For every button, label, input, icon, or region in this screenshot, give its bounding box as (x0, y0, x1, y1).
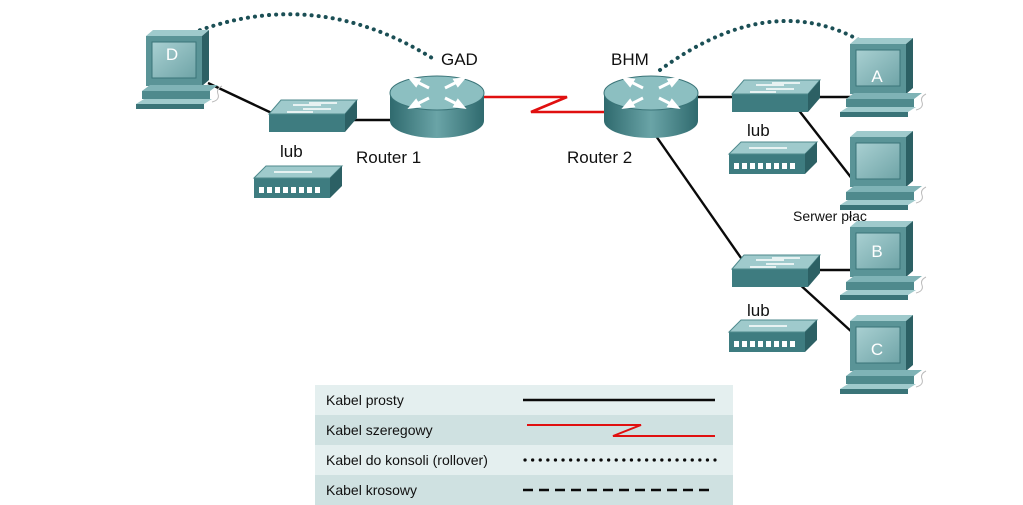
pc-b[interactable] (839, 220, 927, 301)
cable-router2-switch-bottom (655, 135, 749, 269)
pc-d-label: D (166, 45, 178, 64)
server-pc[interactable] (839, 130, 927, 211)
serial-cable (483, 95, 606, 114)
legend-label-straight: Kabel prosty (326, 392, 404, 408)
router1-label: Router 1 (356, 148, 421, 167)
legend-serial-line (527, 424, 715, 437)
legend-row-straight: Kabel prosty (315, 385, 733, 415)
pc-b-label: B (871, 242, 882, 261)
hub-right-bottom[interactable] (728, 319, 818, 353)
cable-pc-d-switch-left (207, 81, 277, 117)
legend-rollover-line (523, 458, 717, 462)
cable-switch-bottom-pc-c (796, 281, 854, 334)
legend-label-serial: Kabel szeregowy (326, 422, 433, 438)
legend-straight-line (523, 398, 715, 402)
console-cable-d-gad (178, 12, 434, 60)
switch-left[interactable] (268, 99, 358, 133)
legend-label-crossover: Kabel krosowy (326, 482, 418, 498)
pc-c-label: C (871, 340, 883, 359)
pc-a[interactable] (839, 37, 927, 118)
console-cable-bhm-a (658, 18, 880, 72)
switch-right-bottom-or-label: lub (747, 301, 770, 320)
router-2[interactable] (602, 74, 700, 140)
pc-a-label: A (871, 67, 883, 86)
pc-d[interactable] (135, 29, 223, 110)
legend-crossover-line (523, 488, 715, 492)
legend-label-rollover: Kabel do konsoli (rollover) (326, 452, 488, 468)
server-label: Serwer płac (793, 208, 867, 224)
hub-right-top[interactable] (728, 141, 818, 175)
switch-right-top[interactable] (731, 79, 821, 113)
switch-right-bottom[interactable] (731, 254, 821, 288)
router2-hostname: BHM (611, 50, 649, 69)
cable-legend: Kabel prosty Kabel szeregowy Kabel do ko… (315, 385, 733, 505)
legend-row-crossover: Kabel krosowy (315, 475, 733, 505)
legend-row-rollover: Kabel do konsoli (rollover) (315, 445, 733, 475)
legend-row-serial: Kabel szeregowy (315, 415, 733, 445)
switch-right-top-or-label: lub (747, 121, 770, 140)
router-1[interactable] (388, 74, 486, 140)
router2-label: Router 2 (567, 148, 632, 167)
hub-left[interactable] (253, 165, 343, 199)
switch-left-or-label: lub (280, 142, 303, 161)
router1-hostname: GAD (441, 50, 478, 69)
cable-switch-top-server (796, 107, 854, 181)
